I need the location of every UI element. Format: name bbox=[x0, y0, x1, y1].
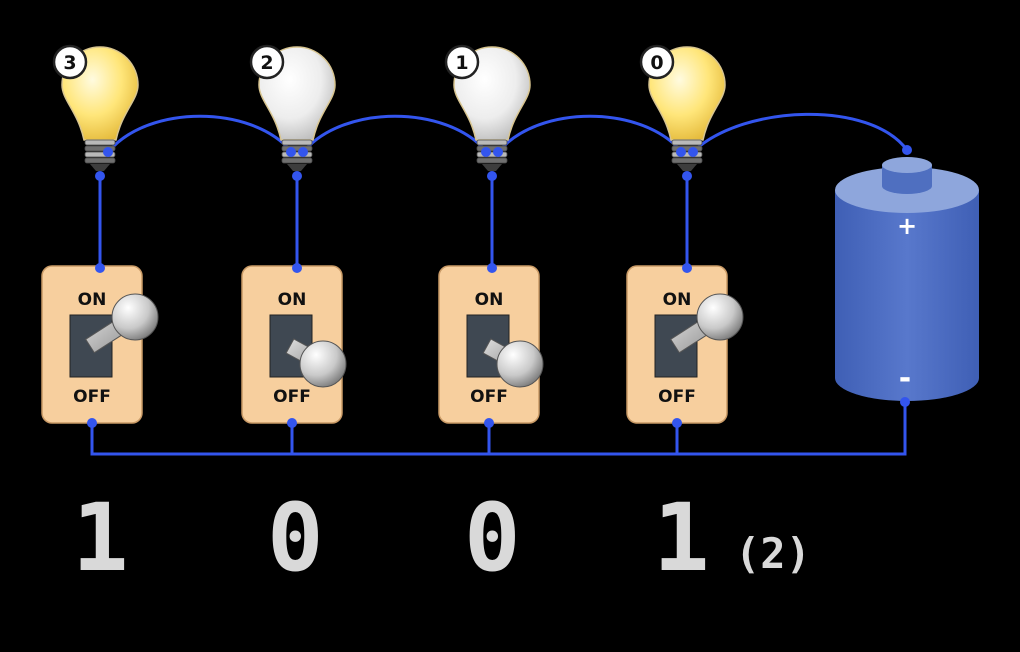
switch-0: ON OFF bbox=[41, 265, 159, 424]
junction-dot bbox=[292, 171, 302, 181]
bulb-tip bbox=[90, 164, 110, 171]
battery-minus-label: - bbox=[899, 361, 911, 396]
switch-3: ON OFF bbox=[626, 265, 744, 424]
switch-on-label: ON bbox=[475, 290, 504, 310]
junction-dot bbox=[682, 263, 692, 273]
switch-on-label: ON bbox=[278, 290, 307, 310]
junction-dot bbox=[676, 147, 686, 157]
battery: + - bbox=[835, 157, 979, 401]
binary-digit-3: 1 bbox=[72, 484, 129, 593]
junction-dot bbox=[672, 418, 682, 428]
bulb-tip bbox=[287, 164, 307, 171]
junction-dot bbox=[286, 147, 296, 157]
bulb-tip bbox=[677, 164, 697, 171]
bulb-index-badge bbox=[444, 44, 480, 80]
wire-arc-3 bbox=[693, 112, 909, 152]
wire-arc-2 bbox=[498, 114, 682, 151]
bulb-2: 2 bbox=[249, 44, 336, 171]
switch-knob bbox=[696, 293, 744, 341]
base-subscript: (2) bbox=[735, 529, 811, 578]
junction-dot bbox=[688, 147, 698, 157]
switch-off-label: OFF bbox=[273, 387, 311, 407]
bulb-base-thread bbox=[476, 157, 508, 164]
switch-off-label: OFF bbox=[73, 387, 111, 407]
bulb-index-label: 2 bbox=[260, 52, 273, 74]
switches: ON OFF ON OFF ON OFF ON OFF bbox=[41, 265, 744, 424]
junction-dot bbox=[487, 171, 497, 181]
wire-arc-0 bbox=[108, 114, 292, 151]
bulb-base-thread bbox=[281, 157, 313, 164]
switch-knob bbox=[299, 340, 347, 388]
binary-digit-0: 1 bbox=[653, 484, 710, 593]
wire-bottom-bus bbox=[90, 402, 907, 456]
junction-dot bbox=[103, 147, 113, 157]
bulb-base-thread bbox=[671, 139, 703, 146]
binary-digit-1: 0 bbox=[464, 484, 521, 593]
bulb-base-thread bbox=[84, 139, 116, 146]
battery-plus-label: + bbox=[897, 212, 917, 240]
switch-on-label: ON bbox=[78, 290, 107, 310]
junction-dot bbox=[682, 171, 692, 181]
junction-dot bbox=[298, 147, 308, 157]
bulb-index-label: 3 bbox=[63, 52, 76, 74]
junction-dot bbox=[95, 263, 105, 273]
battery-terminal-top bbox=[882, 157, 932, 173]
switch-knob bbox=[496, 340, 544, 388]
bulb-index-badge bbox=[639, 44, 675, 80]
bulbs: 3 2 1 0 bbox=[52, 44, 726, 171]
junction-dot bbox=[902, 145, 912, 155]
junction-dot bbox=[287, 418, 297, 428]
junction-dot bbox=[481, 147, 491, 157]
bulb-base-thread bbox=[281, 139, 313, 146]
bulb-index-badge bbox=[52, 44, 88, 80]
bulb-base-thread bbox=[84, 157, 116, 164]
bulb-base-thread bbox=[476, 139, 508, 146]
bulb-0: 0 bbox=[639, 44, 726, 171]
junction-dot bbox=[900, 397, 910, 407]
bulb-index-label: 1 bbox=[455, 52, 468, 74]
switch-on-label: ON bbox=[663, 290, 692, 310]
junction-dot bbox=[95, 171, 105, 181]
switch-knob bbox=[111, 293, 159, 341]
binary-digit-2: 0 bbox=[267, 484, 324, 593]
bulb-index-badge bbox=[249, 44, 285, 80]
bulb-base-thread bbox=[671, 157, 703, 164]
switch-2: ON OFF bbox=[438, 265, 544, 424]
junction-dot bbox=[493, 147, 503, 157]
junction-dot bbox=[87, 418, 97, 428]
switch-off-label: OFF bbox=[658, 387, 696, 407]
wire-arc-1 bbox=[303, 114, 487, 151]
wires bbox=[90, 112, 909, 456]
junction-dot bbox=[487, 263, 497, 273]
bulb-3: 3 bbox=[52, 44, 139, 171]
bulb-tip bbox=[482, 164, 502, 171]
junction-dot bbox=[484, 418, 494, 428]
junction-dot bbox=[292, 263, 302, 273]
junction-dots bbox=[87, 145, 912, 428]
bulb-index-label: 0 bbox=[650, 52, 663, 74]
battery-terminal bbox=[882, 165, 932, 194]
switch-off-label: OFF bbox=[470, 387, 508, 407]
battery-body bbox=[835, 190, 979, 401]
switch-1: ON OFF bbox=[241, 265, 347, 424]
